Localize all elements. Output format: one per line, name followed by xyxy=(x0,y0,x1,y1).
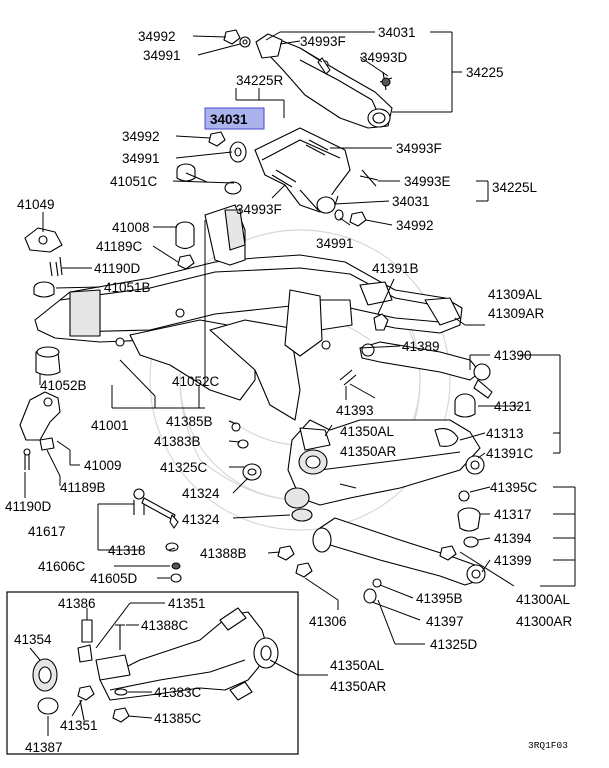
label-34991[interactable]: 34991 xyxy=(143,48,181,63)
label-41386[interactable]: 41386 xyxy=(58,596,96,611)
upper-arm-right[interactable] xyxy=(255,33,393,129)
label-41350al[interactable]: 41350AL xyxy=(330,658,385,673)
upper-arm-left[interactable] xyxy=(254,127,379,214)
label-34031-selected[interactable]: 34031 xyxy=(210,112,248,127)
knuckle-assembly[interactable] xyxy=(32,607,279,723)
label-41391b[interactable]: 41391B xyxy=(372,261,419,276)
label-41049[interactable]: 41049 xyxy=(17,197,55,212)
label-34225l[interactable]: 34225L xyxy=(492,180,538,195)
label-34993f[interactable]: 34993F xyxy=(396,141,442,156)
label-41051c[interactable]: 41051C xyxy=(110,174,158,189)
label-41190d[interactable]: 41190D xyxy=(5,499,52,514)
label-41395b[interactable]: 41395B xyxy=(416,591,463,606)
leader-lines xyxy=(24,31,576,736)
label-41350al[interactable]: 41350AL xyxy=(340,424,395,439)
label-41388b[interactable]: 41388B xyxy=(200,546,247,561)
label-34991[interactable]: 34991 xyxy=(316,236,354,251)
label-34992[interactable]: 34992 xyxy=(122,129,160,144)
label-41391c[interactable]: 41391C xyxy=(486,446,534,461)
label-41052c[interactable]: 41052C xyxy=(172,374,220,389)
label-41300ar[interactable]: 41300AR xyxy=(516,614,573,629)
label-41324[interactable]: 41324 xyxy=(182,512,220,527)
label-41385b[interactable]: 41385B xyxy=(166,414,213,429)
label-41385c[interactable]: 41385C xyxy=(154,711,202,726)
label-34993f[interactable]: 34993F xyxy=(236,202,282,217)
stabilizer-link[interactable] xyxy=(133,488,182,583)
label-41383c[interactable]: 41383C xyxy=(154,685,202,700)
label-41052b[interactable]: 41052B xyxy=(40,378,87,393)
label-41394[interactable]: 41394 xyxy=(494,531,532,546)
label-41393[interactable]: 41393 xyxy=(336,403,374,418)
label-41325d[interactable]: 41325D xyxy=(430,637,478,652)
label-41009[interactable]: 41009 xyxy=(84,458,122,473)
rear-crossmember[interactable] xyxy=(34,204,463,421)
label-41383b[interactable]: 41383B xyxy=(154,434,201,449)
label-41617[interactable]: 41617 xyxy=(28,524,66,539)
label-41606c[interactable]: 41606C xyxy=(38,559,86,574)
inset-box xyxy=(6,591,299,755)
diagram-code: 3RQ1F03 xyxy=(528,740,568,751)
label-41390[interactable]: 41390 xyxy=(494,348,532,363)
label-41189c[interactable]: 41189C xyxy=(96,239,143,254)
label-34992[interactable]: 34992 xyxy=(396,218,434,233)
label-34031[interactable]: 34031 xyxy=(392,194,430,209)
label-41350ar[interactable]: 41350AR xyxy=(330,679,387,694)
part-labels[interactable]: 34992 34031 34993F 34991 34993D 34225 34… xyxy=(5,25,573,755)
label-41351[interactable]: 41351 xyxy=(168,596,206,611)
label-41354[interactable]: 41354 xyxy=(14,632,52,647)
label-34225r[interactable]: 34225R xyxy=(236,73,284,88)
label-41399[interactable]: 41399 xyxy=(494,553,532,568)
label-41189b[interactable]: 41189B xyxy=(60,480,106,495)
label-34225[interactable]: 34225 xyxy=(466,65,504,80)
selected-part-highlight xyxy=(204,107,265,130)
label-41324[interactable]: 41324 xyxy=(182,486,220,501)
label-34992[interactable]: 34992 xyxy=(138,29,176,44)
label-41325c[interactable]: 41325C xyxy=(160,460,208,475)
hardware-top[interactable] xyxy=(175,29,367,270)
label-34993e[interactable]: 34993E xyxy=(404,174,451,189)
label-41317[interactable]: 41317 xyxy=(494,507,532,522)
label-41388c[interactable]: 41388C xyxy=(141,618,189,633)
label-41397[interactable]: 41397 xyxy=(426,614,464,629)
label-41313[interactable]: 41313 xyxy=(486,426,524,441)
label-41051b[interactable]: 41051B xyxy=(104,280,151,295)
label-41395c[interactable]: 41395C xyxy=(490,480,538,495)
label-34031[interactable]: 34031 xyxy=(378,25,416,40)
label-41321[interactable]: 41321 xyxy=(494,399,532,414)
label-34993f[interactable]: 34993F xyxy=(300,34,346,49)
upper-link-41390[interactable] xyxy=(359,341,493,399)
label-34993d[interactable]: 34993D xyxy=(360,50,408,65)
label-41008[interactable]: 41008 xyxy=(112,220,150,235)
label-41309ar[interactable]: 41309AR xyxy=(488,306,545,321)
label-41350ar[interactable]: 41350AR xyxy=(340,444,397,459)
label-41001[interactable]: 41001 xyxy=(91,418,129,433)
label-41318[interactable]: 41318 xyxy=(108,543,146,558)
left-mount-parts[interactable] xyxy=(19,227,63,470)
trailing-arm[interactable] xyxy=(287,419,485,506)
label-41605d[interactable]: 41605D xyxy=(90,571,138,586)
label-41351[interactable]: 41351 xyxy=(60,718,98,733)
label-41387[interactable]: 41387 xyxy=(25,740,63,755)
lower-arm-41300[interactable] xyxy=(312,517,486,586)
label-41306[interactable]: 41306 xyxy=(309,614,347,629)
label-41309al[interactable]: 41309AL xyxy=(488,287,543,302)
hardware-center[interactable] xyxy=(231,313,481,604)
label-41190d[interactable]: 41190D xyxy=(94,261,141,276)
label-41389[interactable]: 41389 xyxy=(402,339,440,354)
label-41300al[interactable]: 41300AL xyxy=(516,592,571,607)
label-34991[interactable]: 34991 xyxy=(122,151,160,166)
